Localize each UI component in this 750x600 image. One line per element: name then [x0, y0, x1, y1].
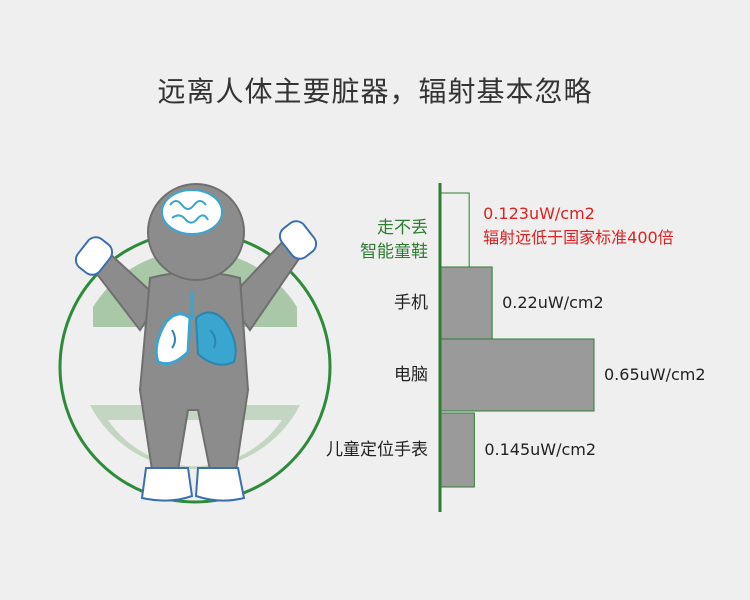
- category-label-line: 走不丢: [377, 218, 428, 238]
- category-label-2: 电脑: [394, 363, 428, 387]
- bar-1: [439, 266, 493, 340]
- category-label-3: 儿童定位手表: [326, 438, 428, 462]
- category-label-0: 走不丢智能童鞋: [360, 216, 428, 264]
- right-hand: [278, 220, 318, 260]
- category-label-1: 手机: [394, 291, 428, 315]
- value-label-2: 0.65uW/cm2: [604, 365, 706, 384]
- bar-3: [439, 412, 475, 488]
- category-label-line: 电脑: [394, 365, 428, 385]
- value-label-3: 0.145uW/cm2: [484, 440, 597, 459]
- page-title: 远离人体主要脏器，辐射基本忽略: [157, 75, 593, 108]
- value-label-1: 0.22uW/cm2: [502, 293, 604, 312]
- annotation-label: 辐射远低于国家标准400倍: [483, 228, 674, 247]
- bars-layer: [439, 192, 595, 488]
- category-label-line: 智能童鞋: [360, 242, 428, 262]
- category-label-line: 手机: [394, 293, 428, 313]
- category-label-line: 儿童定位手表: [326, 440, 428, 460]
- lungs-icon: [154, 292, 237, 366]
- shoe-icon: [140, 467, 246, 502]
- value-label-0: 0.123uW/cm2: [483, 204, 595, 223]
- brain-icon: [161, 189, 223, 235]
- left-hand: [74, 236, 114, 276]
- bar-2: [439, 338, 595, 412]
